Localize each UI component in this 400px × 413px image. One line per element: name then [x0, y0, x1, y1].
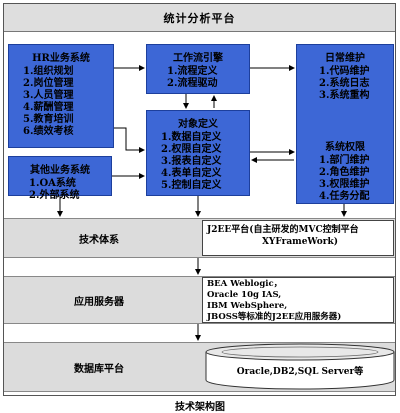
object-item: 4.表单自定义	[161, 168, 222, 179]
workflow-engine-box: 工作流引擎 1.流程定义 2.流程驱动	[146, 44, 250, 94]
tech-stack-line: J2EE平台(自主研发的MVC控制平台	[207, 225, 359, 235]
hr-item: 6.绩效考核	[23, 126, 74, 137]
database-content: Oracle,DB2,SQL Server等	[236, 367, 364, 377]
diagram-frame	[3, 3, 396, 396]
app-server-label: 应用服务器	[74, 296, 124, 308]
tech-stack-line: XYFrameWork)	[261, 237, 339, 247]
other-system-heading: 其他业务系统	[30, 165, 90, 176]
daily-item: 3.系统重构	[319, 90, 370, 101]
perm-item: 1.部门维护	[319, 155, 370, 166]
object-item: 2.权限自定义	[161, 144, 222, 155]
hr-item: 3.人员管理	[23, 90, 74, 101]
other-system-box: 其他业务系统 1.OA系统 2.外部系统	[8, 156, 112, 201]
workflow-engine-heading: 工作流引擎	[173, 53, 223, 64]
workflow-item: 1.流程定义	[167, 66, 218, 77]
figure-caption: 技术架构图	[175, 402, 225, 413]
object-item: 1.数据自定义	[161, 132, 222, 143]
hr-item: 2.岗位管理	[23, 78, 74, 89]
app-server-line: JBOSS等标准的J2EE应用服务器)	[207, 312, 342, 322]
object-item: 3.报表自定义	[161, 156, 222, 167]
daily-item: 2.系统日志	[319, 78, 370, 89]
arrow-hr-to-objects	[114, 127, 145, 153]
database-label: 数据库平台	[74, 363, 124, 375]
other-item: 2.外部系统	[29, 190, 80, 201]
perm-item: 3.权限维护	[319, 179, 370, 190]
other-item: 1.OA系统	[29, 178, 76, 189]
object-item: 5.控制自定义	[161, 180, 222, 191]
hr-system-box: HR业务系统 1.组织规划 2.岗位管理 3.人员管理 4.薪酬管理 5.教育培…	[8, 44, 114, 148]
hr-item: 5.教育培训	[23, 114, 74, 125]
app-server-line: Oracle 10g IAS,	[207, 290, 282, 300]
app-server-line: IBM WebSphere,	[207, 301, 288, 311]
hr-item: 1.组织规划	[23, 66, 74, 77]
system-permission-heading: 系统权限	[325, 142, 365, 153]
workflow-item: 2.流程驱动	[167, 78, 218, 89]
hr-system-heading: HR业务系统	[32, 53, 90, 64]
app-server-content: BEA Weblogic， Oracle 10g IAS, IBM WebSph…	[202, 277, 394, 323]
perm-item: 4.任务分配	[319, 191, 370, 202]
object-definition-box: 对象定义 1.数据自定义 2.权限自定义 3.报表自定义 4.表单自定义 5.控…	[146, 110, 250, 196]
daily-maintenance-box: 日常维护 1.代码维护 2.系统日志 3.系统重构	[296, 44, 394, 104]
tech-stack-label: 技术体系	[79, 234, 119, 246]
system-permission-box: 系统权限 1.部门维护 2.角色维护 3.权限维护 4.任务分配	[296, 104, 394, 204]
platform-title: 统计分析平台	[4, 4, 395, 32]
tech-stack-content: J2EE平台(自主研发的MVC控制平台 XYFrameWork)	[202, 220, 394, 256]
object-definition-heading: 对象定义	[178, 119, 218, 130]
hr-item: 4.薪酬管理	[23, 102, 74, 113]
daily-maintenance-heading: 日常维护	[325, 53, 365, 64]
perm-item: 2.角色维护	[319, 167, 370, 178]
app-server-line: BEA Weblogic，	[207, 279, 283, 289]
daily-item: 1.代码维护	[319, 66, 370, 77]
